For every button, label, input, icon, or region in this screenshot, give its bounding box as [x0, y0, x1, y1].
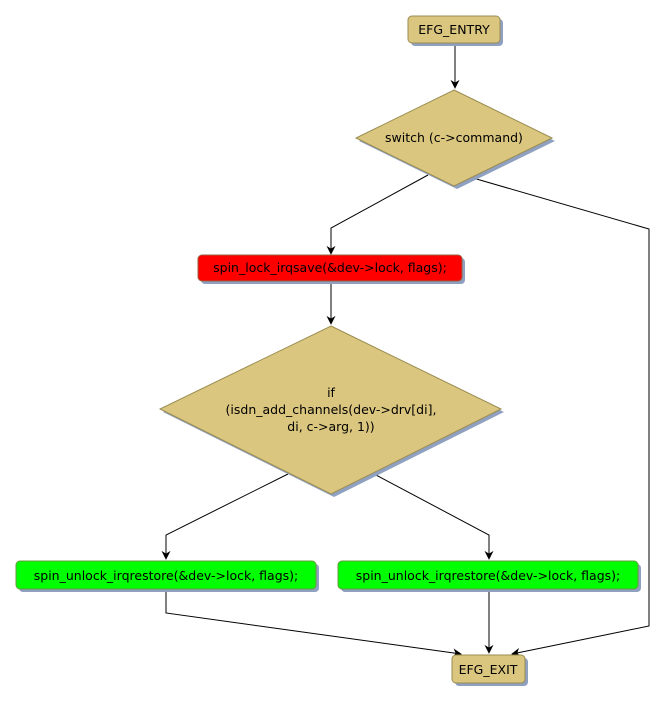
- node-lock[interactable]: spin_lock_irqsave(&dev->lock, flags);: [197, 254, 465, 284]
- lock-label: spin_lock_irqsave(&dev->lock, flags);: [213, 260, 447, 275]
- unlock-left-box: [15, 560, 317, 590]
- if-diamond: [158, 325, 503, 495]
- edge-switch-to-lock: [326, 174, 429, 255]
- node-unlock-left[interactable]: spin_unlock_irqrestore(&dev->lock, flags…: [15, 560, 319, 592]
- switch-label: switch (c->command): [385, 130, 523, 145]
- exit-box: [451, 654, 526, 684]
- entry-box: [407, 15, 501, 44]
- edge-if-to-unlock-left: [161, 473, 289, 560]
- node-switch[interactable]: switch (c->command): [354, 89, 555, 189]
- if-label-line-1: if: [327, 385, 335, 400]
- switch-diamond: [354, 89, 554, 187]
- lock-box: [197, 254, 463, 282]
- unlock-right-label: spin_unlock_irqrestore(&dev->lock, flags…: [356, 568, 620, 583]
- unlock-right-box: [337, 560, 639, 590]
- node-exit[interactable]: EFG_EXIT: [451, 654, 528, 686]
- edges: [161, 45, 650, 658]
- unlock-left-label: spin_unlock_irqrestore(&dev->lock, flags…: [34, 568, 298, 583]
- node-unlock-right[interactable]: spin_unlock_irqrestore(&dev->lock, flags…: [337, 560, 641, 592]
- edge-unlock-left-to-exit: [165, 591, 462, 658]
- entry-label: EFG_ENTRY: [418, 22, 490, 37]
- if-label-line-3: di, c->arg, 1)): [287, 419, 374, 434]
- edge-if-to-unlock-right: [373, 473, 494, 560]
- exit-label: EFG_EXIT: [459, 662, 518, 677]
- if-label-line-2: (isdn_add_channels(dev->drv[di],: [226, 402, 437, 417]
- node-if[interactable]: if (isdn_add_channels(dev->drv[di], di, …: [158, 325, 504, 497]
- node-entry[interactable]: EFG_ENTRY: [407, 15, 503, 46]
- edge-switch-to-exit: [472, 177, 650, 657]
